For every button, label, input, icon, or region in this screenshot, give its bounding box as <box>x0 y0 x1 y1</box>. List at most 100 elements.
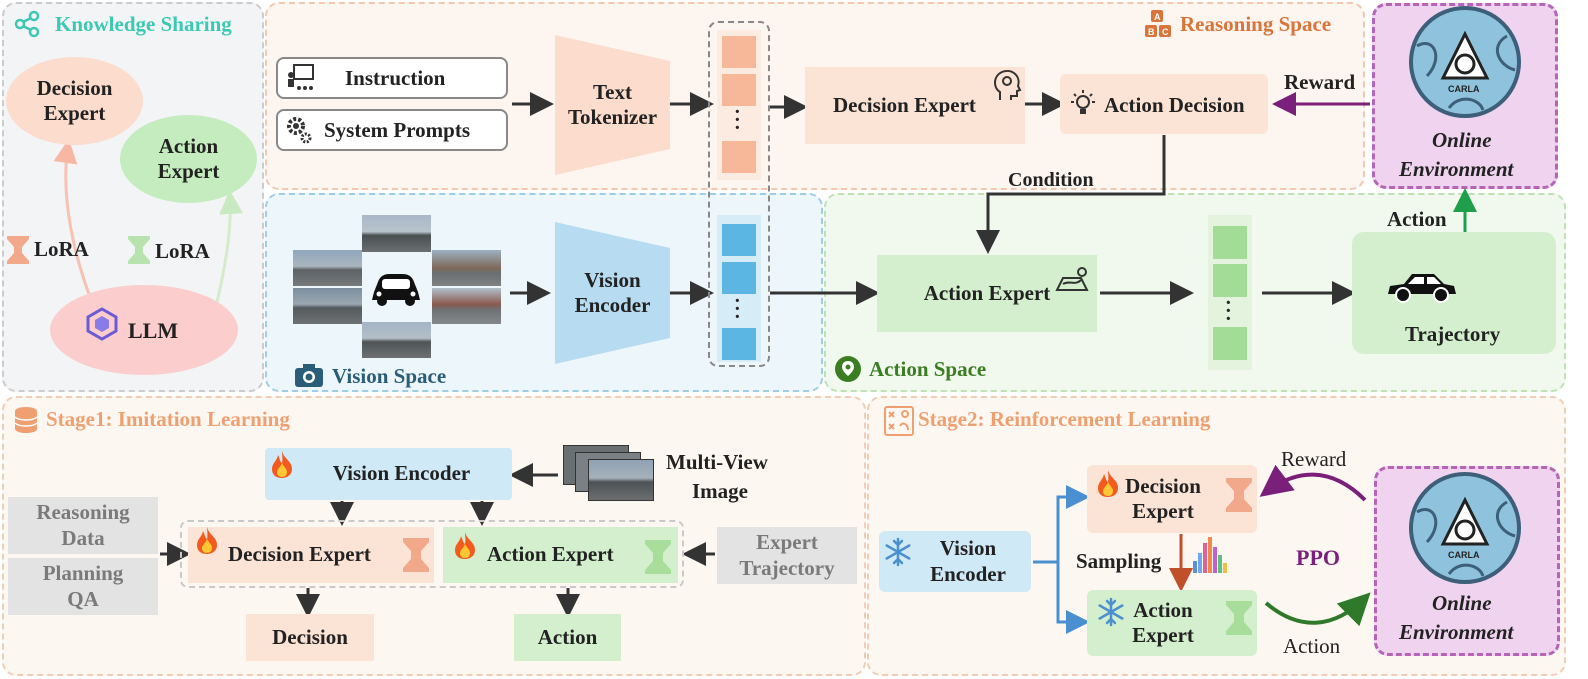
lora-label-left: LoRA <box>34 237 89 261</box>
action-decision-label: Action Decision <box>1104 93 1245 117</box>
carla-globe-icon <box>1409 6 1521 118</box>
ppo-label: PPO <box>1296 545 1340 570</box>
lightbulb-icon <box>1068 89 1098 119</box>
lora-icon-stage2-action <box>1226 601 1252 635</box>
fire-icon-vision <box>268 449 296 479</box>
camera-view-back-left <box>293 288 362 324</box>
reasoning-space-title: Reasoning Space <box>1180 12 1332 36</box>
camera-view-back <box>362 322 431 358</box>
action-space-action-expert: Action Expert <box>877 255 1097 332</box>
stage2-action-label: Action <box>1283 634 1341 658</box>
llm-node <box>50 285 238 375</box>
action-decision-box <box>1060 74 1268 134</box>
snowflake-icon-vision <box>883 537 913 567</box>
environment-stage2-line2: Environment <box>1399 620 1514 644</box>
multiview-line1: Multi-View <box>666 450 768 474</box>
presentation-icon <box>285 63 315 93</box>
lora-icon-left <box>7 236 29 264</box>
action-token-ellipsis: ··· <box>1225 292 1232 330</box>
reward-label-top: Reward <box>1284 70 1356 94</box>
text-token-2 <box>722 74 756 106</box>
environment-top-line2: Environment <box>1399 157 1514 181</box>
head-idea-icon <box>990 68 1024 102</box>
distribution-histogram-icon <box>1191 535 1231 575</box>
fire-icon-stage2 <box>1094 468 1122 498</box>
reasoning-decision-expert: Decision Expert <box>805 67 1025 144</box>
camera-view-front-right <box>432 250 501 286</box>
svg-text:B: B <box>1148 27 1155 37</box>
lora-label-right: LoRA <box>155 239 210 263</box>
stage1-decision-expert: Decision Expert <box>188 527 434 583</box>
snowflake-icon-action <box>1096 597 1126 627</box>
stage2-title: Stage2: Reinforcement Learning <box>918 407 1211 431</box>
stage2-reward-label: Reward <box>1281 447 1347 471</box>
system-prompts-box <box>276 109 508 151</box>
ego-car-icon <box>370 270 422 308</box>
carla-globe-icon-stage2 <box>1409 472 1521 584</box>
text-token-3 <box>722 141 756 173</box>
sampling-label: Sampling <box>1076 549 1162 573</box>
camera-view-front <box>362 215 431 252</box>
llm-label: LLM <box>128 318 179 343</box>
action-token-1 <box>1213 226 1247 259</box>
multiview-stack-1 <box>588 459 654 501</box>
vision-space-title: Vision Space <box>332 364 447 388</box>
action-space-title: Action Space <box>869 357 987 381</box>
action-token-2 <box>1213 264 1247 297</box>
camera-view-front-left <box>293 250 362 286</box>
location-pin-icon <box>834 355 862 383</box>
stage1-decision-output: Decision <box>246 614 374 661</box>
carla-logo-text-top: CARLA <box>1448 84 1480 94</box>
action-label-top: Action <box>1387 207 1447 231</box>
knowledge-sharing-title: Knowledge Sharing <box>55 12 232 36</box>
car-side-icon <box>1386 270 1458 304</box>
camera-view-back-right <box>432 288 501 324</box>
trajectory-label: Trajectory <box>1405 322 1501 346</box>
stage1-action-output: Action <box>514 614 621 661</box>
database-icon <box>14 406 38 434</box>
environment-stage2-line1: Online <box>1432 591 1492 615</box>
text-token-1 <box>722 36 756 68</box>
stage1-expert-group <box>180 520 684 588</box>
shared-token-frame <box>708 21 770 367</box>
stage1-action-expert: Action Expert <box>443 527 678 583</box>
system-prompts-label: System Prompts <box>324 118 471 142</box>
multiview-line2: Image <box>692 479 748 503</box>
lora-icon-stage1-decision <box>403 538 429 572</box>
lora-icon-right <box>128 236 150 264</box>
vision-token-2 <box>722 262 756 294</box>
strategy-board-icon <box>884 406 914 436</box>
vision-token-3 <box>722 328 756 360</box>
instruction-box <box>276 57 508 99</box>
carla-logo-text-stage2: CARLA <box>1448 550 1480 560</box>
svg-text:C: C <box>1162 27 1169 37</box>
vision-encoder-shape <box>555 222 670 364</box>
share-icon <box>12 9 42 39</box>
environment-top-line1: Online <box>1432 128 1492 152</box>
svg-text:A: A <box>1154 12 1161 22</box>
stage1-vision-encoder: Vision Encoder <box>265 448 512 500</box>
fire-icon-action <box>451 530 479 560</box>
text-token-ellipsis: ··· <box>734 101 741 139</box>
gear-icon <box>285 115 313 145</box>
fire-icon-decision <box>193 525 221 555</box>
condition-label: Condition <box>1008 169 1094 191</box>
action-token-3 <box>1213 327 1247 360</box>
lora-icon-stage1-action <box>645 540 671 574</box>
llm-logo-icon <box>85 307 119 341</box>
stage1-title: Stage1: Imitation Learning <box>46 407 290 431</box>
camera-icon <box>294 362 324 388</box>
vision-token-ellipsis: ··· <box>734 290 741 328</box>
route-map-icon <box>1055 266 1089 292</box>
instruction-label: Instruction <box>345 66 446 90</box>
text-tokenizer-shape <box>555 35 670 175</box>
vision-token-1 <box>722 224 756 256</box>
